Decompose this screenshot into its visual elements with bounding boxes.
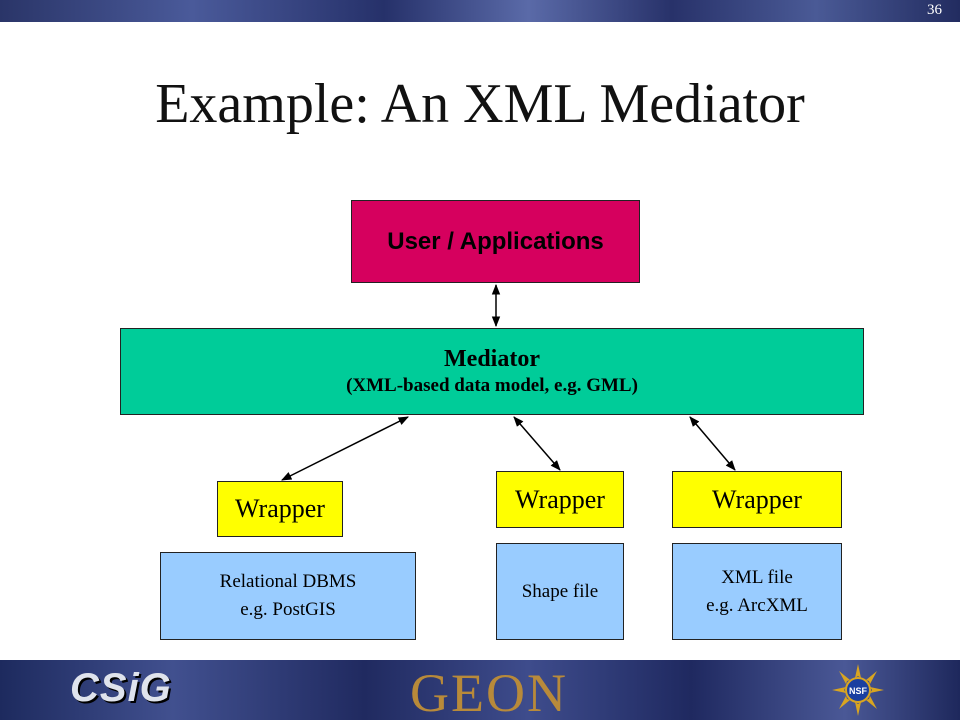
source-line-1: XML file bbox=[721, 566, 793, 588]
source-line-1: Shape file bbox=[521, 580, 599, 602]
user-applications-label: User / Applications bbox=[387, 227, 604, 255]
source-line-2: e.g. PostGIS bbox=[240, 599, 336, 620]
mediator-subtitle: (XML-based data model, e.g. GML) bbox=[346, 375, 638, 396]
svg-text:NSF: NSF bbox=[849, 686, 868, 696]
user-applications-box: User / Applications bbox=[351, 200, 640, 283]
slide-title: Example: An XML Mediator bbox=[155, 73, 805, 135]
wrapper-box-1: Wrapper bbox=[217, 481, 343, 537]
arrow-mediator-wrapper-1 bbox=[281, 416, 409, 481]
bottom-banner bbox=[0, 660, 960, 720]
top-banner: 36 bbox=[0, 0, 960, 22]
wrapper-box-2: Wrapper bbox=[496, 471, 624, 528]
arrow-mediator-wrapper-2 bbox=[513, 416, 561, 471]
nsf-logo: NSF bbox=[832, 664, 884, 716]
wrapper-label: Wrapper bbox=[235, 494, 325, 523]
mediator-box: Mediator (XML-based data model, e.g. GML… bbox=[120, 328, 864, 415]
source-shape-file: Shape file bbox=[496, 543, 624, 640]
arrow-mediator-wrapper-3 bbox=[689, 416, 736, 471]
page-number: 36 bbox=[927, 2, 942, 18]
wrapper-box-3: Wrapper bbox=[672, 471, 842, 528]
wrapper-label: Wrapper bbox=[515, 484, 605, 514]
geon-logo: GEON bbox=[410, 663, 568, 723]
wrapper-label: Wrapper bbox=[712, 484, 802, 514]
csig-logo: CSiG bbox=[70, 666, 172, 710]
source-xml-file: XML file e.g. ArcXML bbox=[672, 543, 842, 640]
source-relational-dbms: Relational DBMS e.g. PostGIS bbox=[160, 552, 416, 640]
source-line-1: Relational DBMS bbox=[219, 571, 357, 593]
source-line-2: e.g. ArcXML bbox=[706, 594, 808, 616]
mediator-label: Mediator bbox=[444, 346, 540, 372]
